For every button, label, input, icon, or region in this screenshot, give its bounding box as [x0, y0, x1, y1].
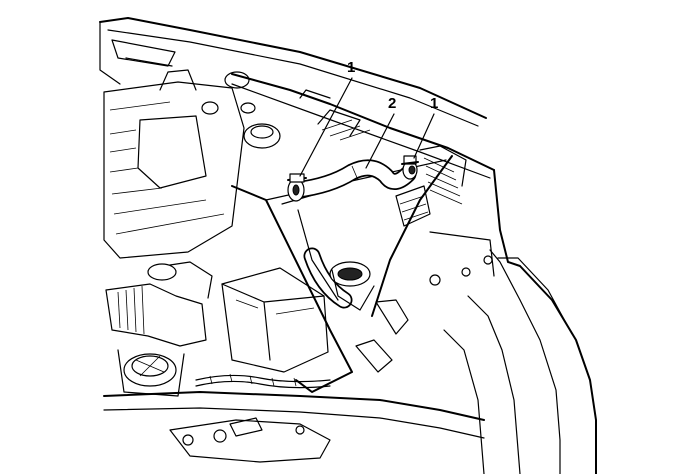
engine-cover: [103, 69, 245, 259]
left-hose-clamp: [287, 173, 307, 202]
intake-duct: [105, 261, 213, 347]
right-hose-clamp: [401, 155, 419, 180]
callout-left-clamp: 1: [347, 59, 355, 76]
callout-labels: 1 2 1: [347, 59, 438, 112]
callout-right-clamp: 1: [430, 95, 438, 112]
reservoir-cap-lower: [117, 349, 185, 397]
lower-radiator-hose: [303, 247, 409, 373]
leader-lines: [299, 77, 435, 177]
radiator-support: [231, 73, 495, 286]
radiator-inlet-hose: [287, 159, 417, 199]
air-cleaner-box: [221, 267, 329, 373]
lower-cross-member: [103, 391, 485, 463]
hood-outline: [99, 17, 487, 127]
wiring-harness: [195, 373, 331, 389]
front-fascia: [443, 169, 597, 474]
callout-hose: 2: [388, 95, 396, 112]
